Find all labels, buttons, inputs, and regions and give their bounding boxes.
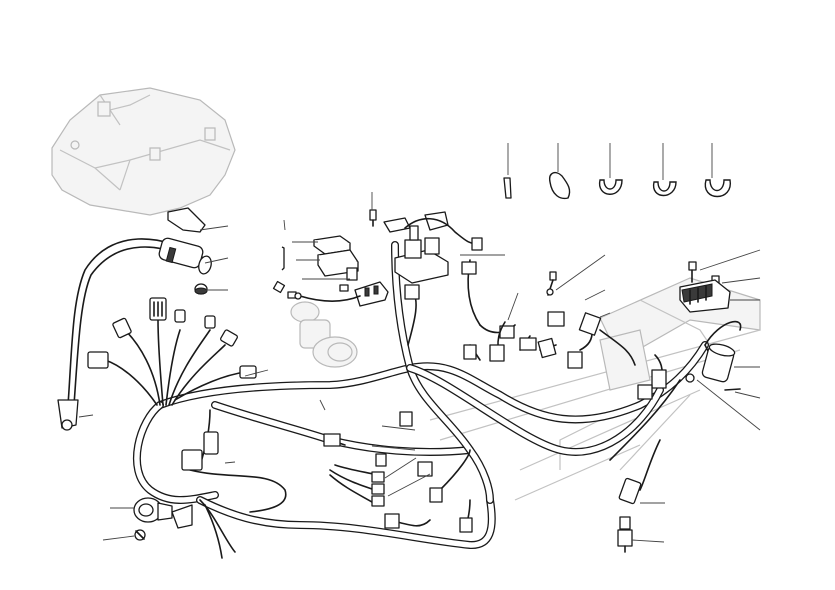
sensor-cable <box>57 238 211 431</box>
lower-left-wiring <box>181 409 287 559</box>
horn <box>133 497 193 529</box>
battery-box <box>51 87 236 216</box>
sensor <box>701 343 736 383</box>
connector <box>87 351 109 369</box>
cable-ties <box>503 143 571 200</box>
relay-holder <box>354 281 389 307</box>
starter-relay <box>290 301 358 368</box>
cable-clamps <box>599 143 731 197</box>
right-wiring <box>404 259 742 491</box>
lower-right-connectors <box>323 411 642 553</box>
rubber-grommet <box>194 283 208 295</box>
callout-leaders <box>78 192 761 543</box>
bolts-and-screws <box>272 209 741 391</box>
battery-cable <box>294 292 361 302</box>
bolt <box>134 529 146 541</box>
voltage-regulator <box>679 279 731 313</box>
connector <box>203 431 219 455</box>
ignition-coil-bracket <box>167 207 206 233</box>
ignition-coil <box>158 237 212 275</box>
connector-wire-fan <box>87 297 257 406</box>
fuse-box <box>281 235 359 281</box>
central-fuse-module <box>383 211 483 284</box>
